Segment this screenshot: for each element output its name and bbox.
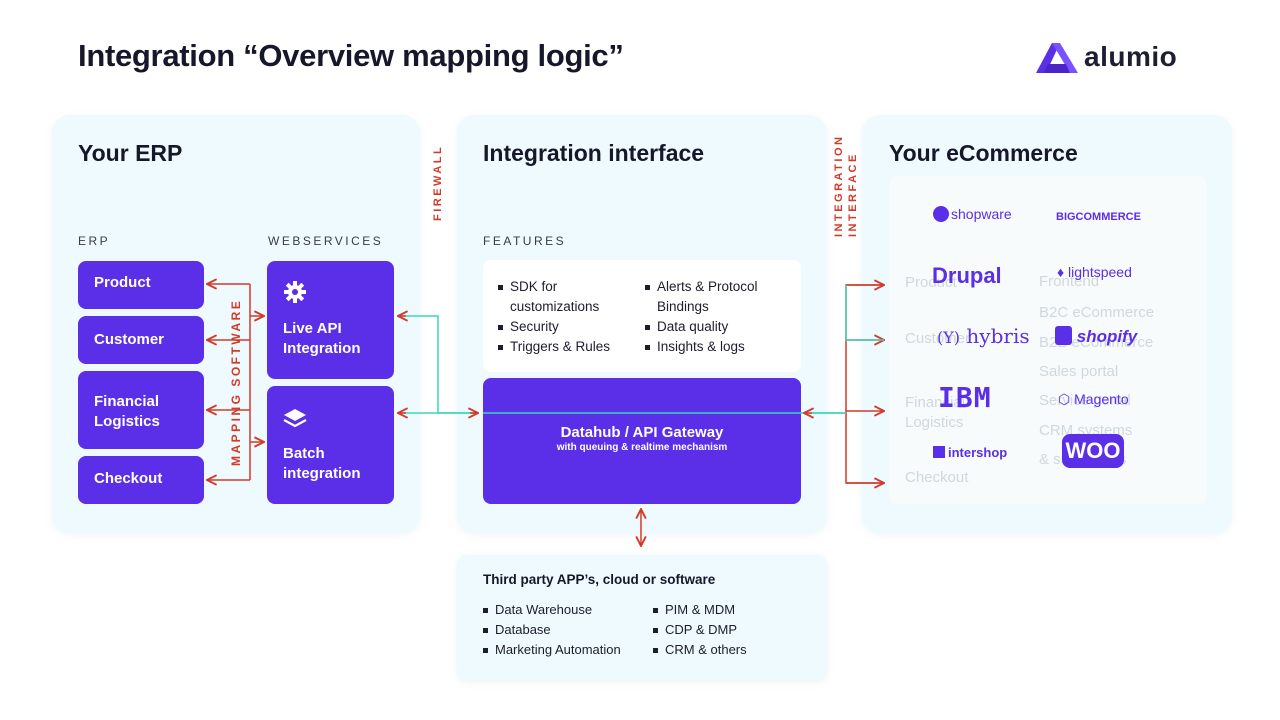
integration-interface-text: INTEGRATION INTERFACE [833,134,859,237]
third-party-box: Third party APP’s, cloud or software Dat… [457,555,827,680]
erp-item-label: Product [94,274,151,291]
brand-name: WOO [1065,438,1121,463]
feature-item: Security [498,317,628,337]
intershop-icon [933,446,945,458]
features-label: FEATURES [483,234,567,248]
erp-item-customer[interactable]: Customer [78,316,204,364]
third-party-item: Marketing Automation [483,640,643,660]
webservices-label: WEBSERVICES [268,234,384,248]
third-party-item: Database [483,620,643,640]
ibm-logo: IBM [938,381,992,414]
interface-title: Integration interface [483,140,705,166]
erp-item-checkout[interactable]: Checkout [78,456,204,504]
gear-icon [284,281,306,303]
batch-integration-box[interactable]: Batch integration [267,386,394,504]
layers-icon [283,409,307,428]
alumio-logo: alumio [1034,40,1194,80]
erp-label: ERP [78,234,111,248]
hybris-icon: (Y) [937,328,961,347]
magento-icon: ⬡ [1058,391,1071,407]
intershop-logo: intershop [933,445,1007,460]
woo-logo: WOO [1062,434,1124,468]
lightspeed-logo: ♦ lightspeed [1057,264,1132,280]
shopware-logo: shopware [933,206,1012,222]
gateway-title: Datahub / API Gateway [560,424,724,441]
mapping-software-label: MAPPING SOFTWARE [229,298,243,466]
batch-integration-label: Batch integration [283,445,361,482]
shopping-bag-icon [1055,326,1072,345]
brand-name: BIGCOMMERCE [1056,211,1141,223]
shopware-icon [933,206,949,222]
third-party-left-list: Data Warehouse Database Marketing Automa… [483,600,643,660]
flame-icon: ♦ [1057,264,1065,280]
ghost-text: Checkout [905,469,969,486]
feature-item: Data quality [645,317,795,337]
erp-item-label: Customer [94,331,165,348]
drupal-logo: Drupal [932,263,1002,289]
magento-logo: ⬡ Magento [1058,391,1129,408]
erp-title: Your ERP [78,140,183,166]
erp-item-label: Financial Logistics [94,393,160,430]
feature-item: Alerts & Protocol Bindings [645,277,795,317]
ghost-text: Sales portal [1039,363,1119,380]
third-party-title: Third party APP’s, cloud or software [483,572,716,587]
features-right-list: Alerts & Protocol Bindings Data quality … [645,277,795,357]
live-api-label: Live API Integration [283,320,361,357]
features-left-list: SDK for customizations Security Triggers… [498,277,628,357]
ghost-text: Financial Logistics [905,394,966,431]
third-party-item: PIM & MDM [653,600,803,620]
alumio-logo-icon [1036,43,1078,73]
ghost-text: Service portal [1039,392,1131,409]
third-party-item: CRM & others [653,640,803,660]
brand-name: lightspeed [1068,264,1132,280]
bigcommerce-logo: BIGCOMMERCE [1056,211,1141,223]
ghost-text: B2C eCommerce [1039,304,1155,321]
brand-name: shopify [1076,327,1138,346]
brand-name: shopware [951,206,1012,222]
brand-name: IBM [938,381,992,414]
third-party-item: CDP & DMP [653,620,803,640]
hybris-logo: (Y) hybris [937,324,1030,348]
feature-item: SDK for customizations [498,277,628,317]
brand-name: hybris [966,324,1030,348]
live-api-box[interactable]: Live API Integration [267,261,394,379]
erp-item-label: Checkout [94,470,163,487]
ghost-text: Frontend [1039,273,1100,290]
ghost-text: Product [905,274,957,291]
brand-name: Magento [1074,391,1129,407]
third-party-right-list: PIM & MDM CDP & DMP CRM & others [653,600,803,660]
feature-item: Triggers & Rules [498,337,628,357]
features-box: SDK for customizations Security Triggers… [483,260,801,372]
feature-item: Insights & logs [645,337,795,357]
logo-text: alumio [1084,41,1178,72]
erp-item-financial-logistics[interactable]: Financial Logistics [78,371,204,449]
brand-name: intershop [948,445,1008,460]
shopify-logo: shopify [1055,326,1137,347]
gateway-subtitle: with queuing & realtime mechanism [556,442,728,453]
firewall-label: FIREWALL [432,144,444,221]
ghost-text: Customer [905,330,971,347]
page-title: Integration “Overview mapping logic” [78,38,624,73]
brand-name: Drupal [932,263,1002,288]
api-gateway-box[interactable]: Datahub / API Gateway with queuing & rea… [483,378,801,504]
ecommerce-title: Your eCommerce [889,140,1078,166]
third-party-item: Data Warehouse [483,600,643,620]
integration-interface-label: INTEGRATION INTERFACE [832,133,860,237]
erp-item-product[interactable]: Product [78,261,204,309]
